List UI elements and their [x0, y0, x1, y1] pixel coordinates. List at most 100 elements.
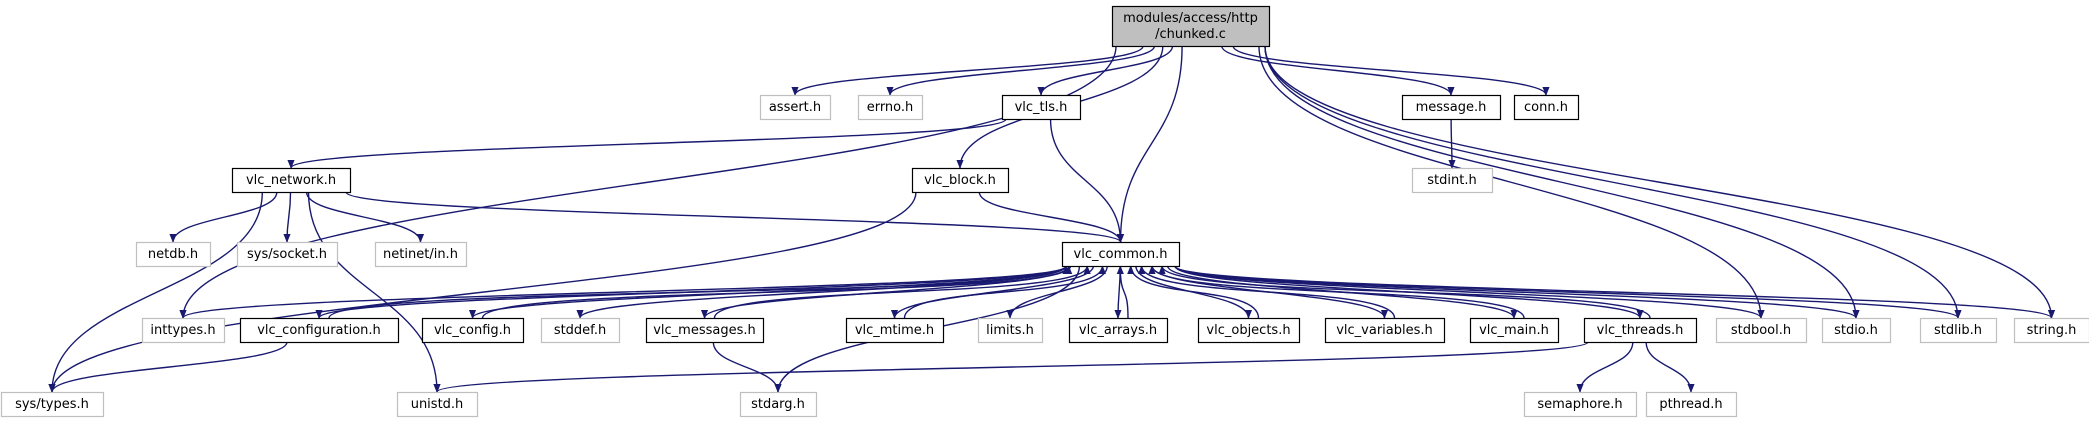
node-conn[interactable]: conn.h	[1513, 94, 1580, 121]
node-vlc-main[interactable]: vlc_main.h	[1469, 317, 1560, 344]
edge-vlc-network-to-vlc-common	[345, 191, 1124, 243]
edge-vlc-threads-to-pthread	[1645, 341, 1695, 393]
node-box-semaphore	[1523, 391, 1638, 418]
node-label-chunked: /chunked.c	[1155, 27, 1226, 42]
node-box-stddef	[540, 317, 621, 344]
node-box-limits	[977, 317, 1044, 344]
node-vlc-common[interactable]: vlc_common.h	[1061, 241, 1181, 268]
node-box-stdarg	[739, 391, 818, 418]
node-stdlib: stdlib.h	[1919, 317, 1998, 344]
node-label-vlc-mtime: vlc_mtime.h	[855, 323, 934, 338]
node-label-sys-socket: sys/socket.h	[247, 247, 327, 262]
node-box-pthread	[1645, 391, 1738, 418]
edge-chunked-to-stdbool	[1258, 45, 1765, 319]
node-label-stdio: stdio.h	[1834, 323, 1878, 338]
edge-vlc-network-to-sys-socket	[283, 191, 292, 243]
node-vlc-network[interactable]: vlc_network.h	[231, 167, 352, 194]
edge-vlc-messages-to-vlc-common	[713, 265, 1091, 319]
node-vlc-block[interactable]: vlc_block.h	[911, 167, 1010, 194]
node-label-string: string.h	[2027, 323, 2077, 338]
node-box-vlc-objects	[1197, 317, 1301, 344]
node-box-vlc-network	[231, 167, 352, 194]
node-limits: limits.h	[977, 317, 1044, 344]
edge-chunked-to-stdlib	[1264, 45, 1962, 319]
node-box-message	[1401, 94, 1502, 121]
node-box-sys-types	[0, 391, 105, 418]
node-box-vlc-mtime	[845, 317, 945, 344]
node-box-vlc-arrays	[1068, 317, 1169, 344]
node-string: string.h	[2013, 317, 2089, 344]
edge-vlc-network-to-netinet-in	[305, 191, 425, 243]
node-label-pthread: pthread.h	[1659, 397, 1722, 412]
node-stdarg: stdarg.h	[739, 391, 818, 418]
edge-vlc-threads-to-vlc-common	[1158, 265, 1651, 319]
edge-vlc-objects-to-vlc-common	[1127, 265, 1260, 319]
node-label-inttypes: inttypes.h	[150, 323, 215, 338]
node-box-chunked	[1111, 5, 1271, 48]
edge-vlc-threads-to-unistd	[433, 341, 1589, 393]
node-box-stdint	[1411, 167, 1494, 194]
node-box-vlc-threads	[1583, 317, 1698, 344]
edge-chunked-to-conn	[1232, 45, 1550, 96]
edge-vlc-common-to-stdlib	[1174, 265, 1962, 319]
node-vlc-threads[interactable]: vlc_threads.h	[1583, 317, 1698, 344]
node-box-vlc-config	[421, 317, 525, 344]
node-box-errno	[857, 94, 924, 121]
node-box-netdb	[135, 241, 212, 268]
edge-vlc-threads-to-semaphore	[1576, 341, 1634, 393]
node-assert: assert.h	[759, 94, 832, 121]
edge-vlc-network-to-sys-types	[48, 191, 264, 393]
node-unistd: unistd.h	[396, 391, 479, 418]
node-box-stdio	[1821, 317, 1892, 344]
edge-vlc-arrays-to-vlc-common	[1116, 265, 1129, 319]
edge-vlc-messages-to-stdarg	[712, 341, 782, 393]
node-message[interactable]: message.h	[1401, 94, 1502, 121]
node-pthread: pthread.h	[1645, 391, 1738, 418]
node-label-vlc-variables: vlc_variables.h	[1336, 323, 1433, 338]
node-chunked[interactable]: modules/access/http/chunked.c	[1111, 5, 1271, 48]
node-box-string	[2013, 317, 2089, 344]
node-label-vlc-block: vlc_block.h	[924, 173, 996, 188]
node-box-vlc-variables	[1324, 317, 1446, 344]
edge-vlc-network-to-netdb	[169, 191, 278, 243]
node-box-inttypes	[141, 317, 226, 344]
node-vlc-objects[interactable]: vlc_objects.h	[1197, 317, 1301, 344]
node-label-chunked: modules/access/http	[1123, 11, 1258, 26]
edge-chunked-to-vlc-common	[1116, 45, 1183, 243]
node-label-netinet-in: netinet/in.h	[383, 247, 458, 262]
node-label-vlc-tls: vlc_tls.h	[1015, 100, 1068, 115]
node-semaphore: semaphore.h	[1523, 391, 1638, 418]
node-vlc-messages[interactable]: vlc_messages.h	[645, 317, 765, 344]
node-vlc-tls[interactable]: vlc_tls.h	[1001, 94, 1082, 121]
node-label-stdarg: stdarg.h	[751, 397, 805, 412]
node-label-conn: conn.h	[1524, 100, 1568, 115]
node-box-stdlib	[1919, 317, 1998, 344]
node-label-semaphore: semaphore.h	[1537, 397, 1622, 412]
node-box-assert	[759, 94, 832, 121]
node-label-sys-types: sys/types.h	[15, 397, 89, 412]
node-vlc-configuration[interactable]: vlc_configuration.h	[239, 317, 400, 344]
node-label-stdlib: stdlib.h	[1934, 323, 1982, 338]
node-box-vlc-block	[911, 167, 1010, 194]
edge-chunked-to-errno	[886, 45, 1156, 96]
node-vlc-mtime[interactable]: vlc_mtime.h	[845, 317, 945, 344]
node-vlc-variables[interactable]: vlc_variables.h	[1324, 317, 1446, 344]
node-inttypes: inttypes.h	[141, 317, 226, 344]
node-vlc-arrays[interactable]: vlc_arrays.h	[1068, 317, 1169, 344]
node-stdint: stdint.h	[1411, 167, 1494, 194]
node-box-conn	[1513, 94, 1580, 121]
node-label-unistd: unistd.h	[411, 397, 464, 412]
node-stdbool: stdbool.h	[1715, 317, 1808, 344]
edge-vlc-common-to-string	[1174, 265, 2055, 319]
edge-vlc-common-to-vlc-mtime	[890, 265, 1095, 319]
edge-vlc-block-to-sys-types	[48, 191, 917, 393]
node-label-netdb: netdb.h	[148, 247, 198, 262]
node-netinet-in: netinet/in.h	[374, 241, 468, 268]
node-label-limits: limits.h	[986, 323, 1034, 338]
edge-vlc-mtime-to-vlc-common	[903, 265, 1106, 319]
edge-vlc-network-to-unistd	[307, 191, 441, 393]
node-netdb: netdb.h	[135, 241, 212, 268]
node-vlc-config[interactable]: vlc_config.h	[421, 317, 525, 344]
